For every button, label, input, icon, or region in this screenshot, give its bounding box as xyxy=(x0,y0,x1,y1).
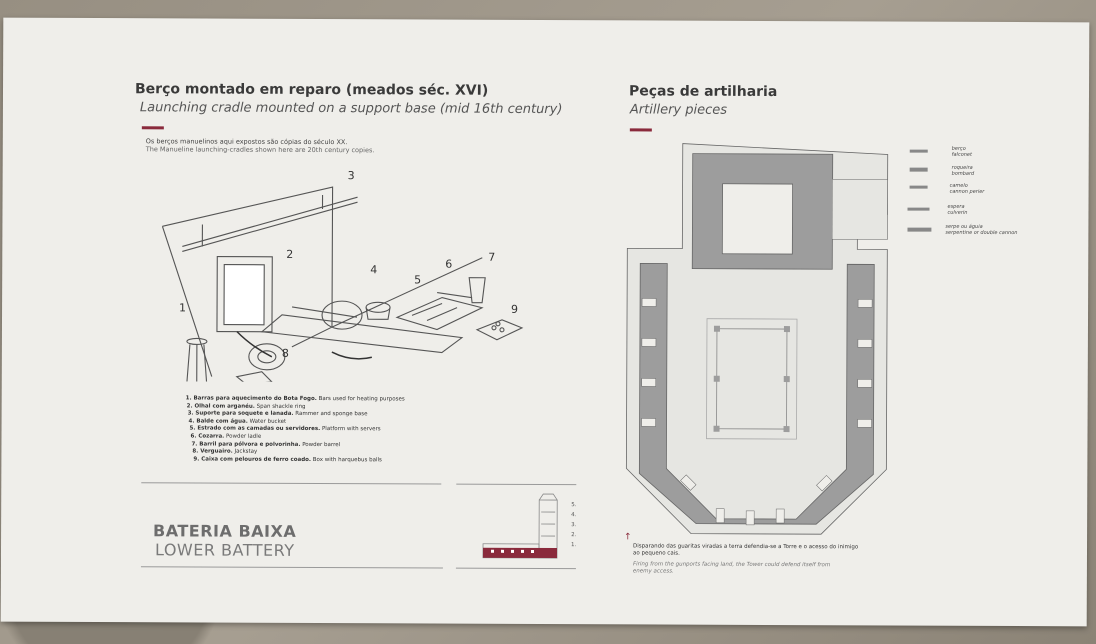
diagram-number-5: 5 xyxy=(414,273,422,287)
artillery-icons xyxy=(907,149,932,232)
battery-title-pt: BATERIA BAIXA xyxy=(153,521,297,541)
diagram-number-7: 7 xyxy=(488,250,496,264)
battery-title-en: LOWER BATTERY xyxy=(154,540,295,560)
arrow-up-icon: ↑ xyxy=(624,532,632,543)
left-title: Berço montado em reparo (meados séc. XVI… xyxy=(134,81,489,99)
right-title: Peças de artilharia xyxy=(628,83,778,101)
note-en: The Manueline launching-cradles shown he… xyxy=(145,145,375,155)
divider-right xyxy=(456,483,577,486)
legend-item: 9. Caixa com pelouros de ferro coado. Bo… xyxy=(193,456,382,464)
diagram-number-8: 8 xyxy=(281,346,289,360)
diagram-number-3: 3 xyxy=(347,169,355,183)
diagram-number-6: 6 xyxy=(445,257,453,271)
tower-floor-plan xyxy=(625,143,889,535)
left-subtitle: Launching cradle mounted on a support ba… xyxy=(139,100,563,118)
caption-en: Firing from the gunports facing land, th… xyxy=(632,561,831,575)
legend-list: 1. Barras para aquecimento do Bota Fogo.… xyxy=(185,395,445,464)
right-accent-bar xyxy=(629,128,652,132)
diagram-number-1: 1 xyxy=(179,301,187,315)
diagram-number-2: 2 xyxy=(286,247,294,261)
cannon-cradle-illustration xyxy=(161,186,524,383)
caption-pt: Disparando das guaritas viradas a terra … xyxy=(632,543,859,557)
divider-bottom-left xyxy=(140,566,443,569)
diagram-number-4: 4 xyxy=(370,263,378,277)
divider-bottom-right xyxy=(455,567,576,570)
information-board: Berço montado em reparo (meados séc. XVI… xyxy=(0,17,1090,627)
diagram-number-9: 9 xyxy=(511,302,519,316)
right-subtitle: Artillery pieces xyxy=(629,102,728,118)
tower-elevation-icon xyxy=(482,493,558,559)
left-accent-bar xyxy=(141,126,164,130)
tower-level-labels: 5. 4. 3. 2. 1. xyxy=(571,502,577,549)
divider-left xyxy=(141,482,442,485)
